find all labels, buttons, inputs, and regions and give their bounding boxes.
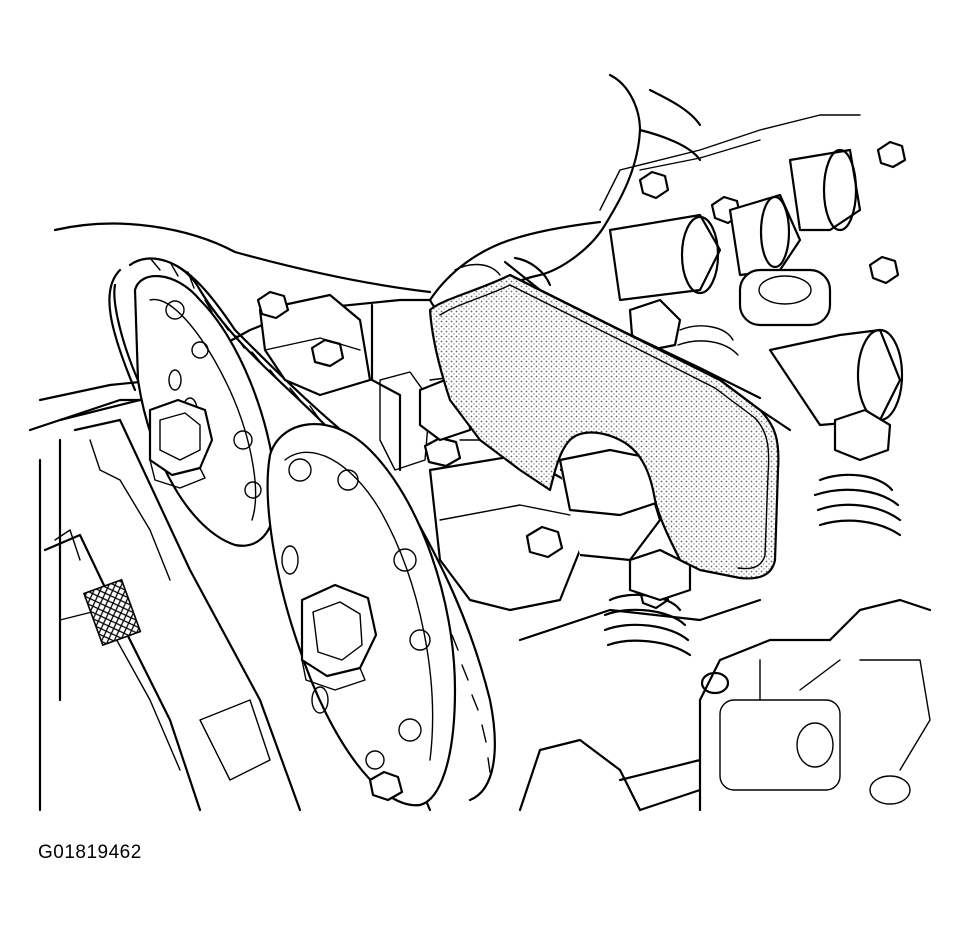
bolt-head [527, 527, 562, 557]
gasket [430, 262, 790, 578]
engine-timing-chain-illustration [0, 0, 967, 830]
upper-sprocket-bolt [150, 400, 212, 488]
cam-followers [420, 300, 890, 600]
lower-sprocket-bolt [302, 585, 376, 690]
cylinder-head [30, 224, 930, 810]
bolt-head [370, 772, 402, 800]
bolt-head [312, 340, 343, 366]
figure-id-label: G01819462 [38, 842, 142, 863]
hand [430, 75, 700, 316]
camshaft [560, 115, 902, 515]
bolt-head [425, 438, 460, 466]
bolt-head [258, 292, 288, 318]
bolt-head [870, 257, 898, 283]
bolt-head [640, 172, 668, 198]
bolt-head [878, 142, 905, 167]
